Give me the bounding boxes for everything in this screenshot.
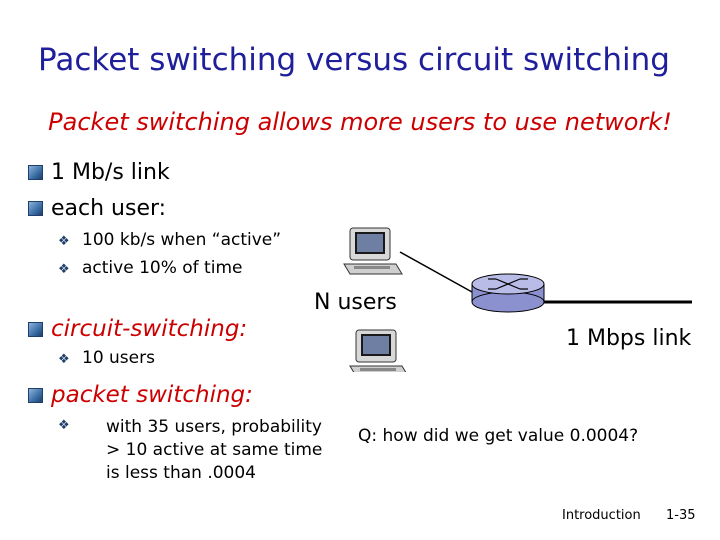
sub-bullet-ten-users: ❖10 users [58,348,155,368]
bullet-each-user: each user: [28,196,166,221]
bullet-packet-switching: packet switching: [28,382,253,408]
n-users-label: N users [314,290,397,315]
diamond-bullet-icon: ❖ [58,418,70,433]
router-icon [471,273,545,313]
sub-bullet-probability: ❖ with 35 users, probability > 10 active… [58,417,323,483]
sub-bullet-active-time: ❖active 10% of time [58,258,243,278]
network-diagram [343,227,692,372]
computer-icon [343,227,403,275]
square-bullet-icon [28,388,43,403]
computer-icon [349,329,407,372]
footer-page-number: 1-35 [666,508,696,523]
sub-bullet-active-rate: ❖100 kb/s when “active” [58,230,282,250]
footer-section: Introduction [562,508,641,523]
square-bullet-icon [28,165,43,180]
slide-title: Packet switching versus circuit switchin… [38,42,670,78]
square-bullet-icon [28,201,43,216]
diamond-bullet-icon: ❖ [58,352,70,367]
bullet-circuit-switching: circuit-switching: [28,316,247,342]
access-link [399,251,473,293]
link-label: 1 Mbps link [566,326,692,351]
bullet-link: 1 Mb/s link [28,160,170,185]
diamond-bullet-icon: ❖ [58,262,70,277]
square-bullet-icon [28,322,43,337]
diamond-bullet-icon: ❖ [58,234,70,249]
question-text: Q: how did we get value 0.0004? [358,426,639,446]
slide-subtitle: Packet switching allows more users to us… [48,108,672,136]
